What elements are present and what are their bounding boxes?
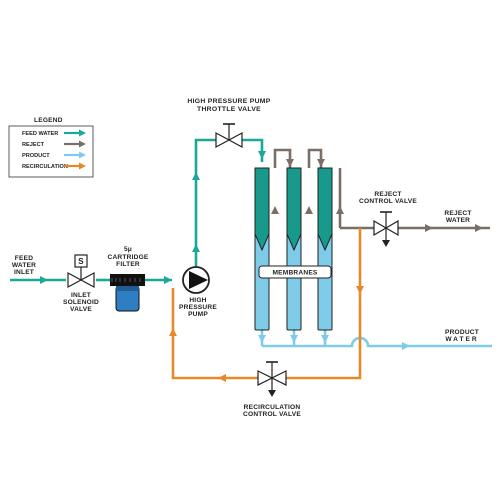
label-product-water: PRODUCT WATER [445, 329, 479, 343]
label-high-pressure-pump: HIGH PRESSURE PUMP [179, 297, 217, 318]
svg-text:WATER: WATER [12, 262, 36, 269]
legend-label-reject: REJECT [22, 142, 45, 148]
legend-label-feed-water: FEED WATER [22, 131, 58, 137]
legend-item-recirculation: RECIRCULATION [22, 162, 86, 170]
throttle-valve[interactable] [215, 123, 243, 149]
recirc-arrow-down [356, 286, 364, 294]
label-reject-control-valve: REJECT CONTROL VALVE [359, 191, 417, 205]
svg-text:REJECT: REJECT [374, 191, 401, 198]
inlet-solenoid-valve[interactable]: S [67, 254, 95, 289]
legend-title: LEGEND [34, 117, 63, 124]
cartridge-filter [110, 274, 145, 312]
reject-arrow-out-1 [425, 224, 433, 232]
membrane-1 [254, 167, 270, 331]
label-throttle-valve: HIGH PRESSURE PUMP THROTTLE VALVE [187, 98, 270, 113]
recirc-line-down [286, 228, 362, 380]
reject-arrow-down-1 [286, 159, 294, 167]
svg-text:RECIRCULATION: RECIRCULATION [244, 404, 301, 411]
feed-line-pump-up [194, 138, 216, 268]
label-reject-water: REJECT WATER [444, 210, 471, 224]
legend-arrow-recirculation [79, 162, 86, 170]
recirc-line-return [171, 288, 258, 380]
solenoid-box [74, 254, 88, 268]
svg-text:S: S [78, 257, 84, 266]
membranes-label-text: MEMBRANES [272, 270, 317, 277]
svg-text:INLET: INLET [14, 269, 34, 276]
product-arrow-1 [258, 335, 266, 343]
feed-arrow-filter-out [164, 276, 172, 284]
high-pressure-pump [182, 266, 210, 294]
feed-arrow-up-1 [192, 244, 200, 252]
reject-control-valve[interactable] [373, 211, 399, 247]
svg-text:CONTROL VALVE: CONTROL VALVE [243, 411, 301, 418]
svg-text:REJECT: REJECT [444, 210, 471, 217]
reject-arrow-down-2 [317, 159, 325, 167]
legend: LEGEND FEED WATER REJECT PRODUCT RECIRCU… [8, 117, 94, 178]
label-recirculation-control-valve: RECIRCULATION CONTROL VALVE [243, 404, 301, 418]
legend-item-feed-water: FEED WATER [22, 129, 86, 137]
feed-water-arrows [40, 151, 266, 284]
membrane-2 [286, 167, 302, 331]
label-cartridge-filter: 5μ CARTRIDGE FILTER [108, 246, 149, 268]
svg-text:CARTRIDGE: CARTRIDGE [108, 254, 149, 261]
recirc-arrow-up [169, 328, 177, 336]
feed-arrow-up-2 [192, 172, 200, 180]
recirculation-control-valve[interactable] [257, 361, 287, 397]
svg-text:WATER: WATER [446, 217, 470, 224]
recirculation-lines [171, 228, 362, 380]
svg-text:FILTER: FILTER [116, 261, 140, 268]
feed-arrow-down [258, 151, 266, 159]
svg-text:HIGH: HIGH [189, 297, 206, 304]
label-feed-water-inlet: FEED WATER INLET [12, 255, 36, 276]
product-arrow-2 [290, 335, 298, 343]
reject-arrow-up-1 [271, 206, 279, 214]
svg-text:PRODUCT: PRODUCT [445, 329, 479, 336]
product-arrows [258, 335, 410, 350]
product-arrow-out [402, 342, 410, 350]
legend-arrow-feed-water [79, 129, 86, 137]
svg-text:WATER: WATER [445, 336, 478, 343]
legend-label-product: PRODUCT [22, 153, 50, 159]
svg-text:CONTROL VALVE: CONTROL VALVE [359, 198, 417, 205]
svg-text:SOLENOID: SOLENOID [63, 299, 99, 306]
feed-arrow-inlet [40, 276, 48, 284]
svg-text:FEED: FEED [15, 255, 33, 262]
svg-text:INLET: INLET [71, 292, 91, 299]
svg-text:THROTTLE VALVE: THROTTLE VALVE [197, 106, 261, 113]
product-arrow-3 [321, 335, 329, 343]
recirculation-arrows [169, 286, 364, 382]
legend-item-product: PRODUCT [22, 151, 86, 159]
svg-text:PUMP: PUMP [188, 311, 208, 318]
label-inlet-solenoid-valve: INLET SOLENOID VALVE [63, 292, 99, 313]
reject-arrow-up-2 [305, 206, 313, 214]
reject-arrows [271, 159, 483, 232]
filter-head [110, 274, 145, 286]
svg-text:VALVE: VALVE [70, 306, 92, 313]
reject-arrow-out-2 [475, 224, 483, 232]
legend-arrow-product [79, 151, 86, 159]
legend-arrow-reject [79, 140, 86, 148]
membrane-3 [317, 167, 333, 331]
legend-item-reject: REJECT [22, 140, 86, 148]
legend-label-recirculation: RECIRCULATION [22, 164, 68, 170]
svg-text:PRESSURE: PRESSURE [179, 304, 217, 311]
membranes-label: MEMBRANES [258, 265, 332, 279]
recirc-arrow-left [218, 374, 226, 382]
svg-text:5μ: 5μ [124, 246, 132, 253]
svg-text:HIGH PRESSURE PUMP: HIGH PRESSURE PUMP [187, 98, 270, 105]
